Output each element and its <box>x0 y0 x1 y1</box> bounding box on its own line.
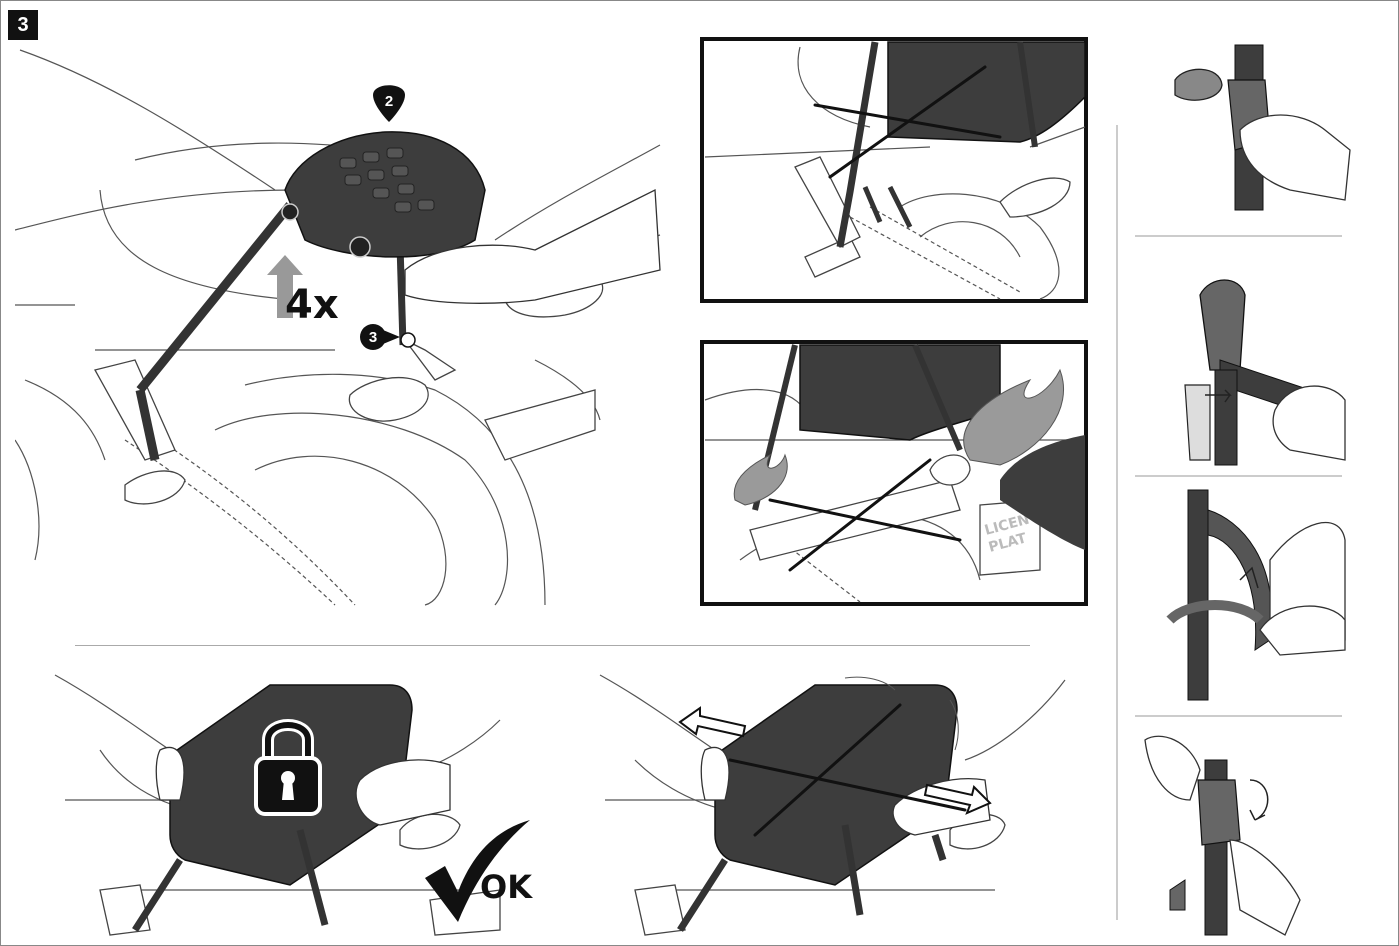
callout-2: 2 <box>373 85 405 122</box>
double-arrow-icon <box>678 706 992 815</box>
callout-3: 3 <box>360 324 400 350</box>
panel-loose-wrong <box>599 674 1066 936</box>
svg-text:3: 3 <box>369 329 377 346</box>
panel-secured-ok: OK <box>54 674 533 936</box>
check-mark-icon <box>425 820 530 922</box>
ok-label: OK <box>480 868 533 906</box>
panel-wrong-heat: LICEN PLAT <box>700 340 1088 606</box>
tail-bag-top <box>714 684 958 886</box>
flame-icon <box>733 368 1065 506</box>
repeat-count-label: 4x <box>285 282 339 328</box>
main-illustration: 2 3 4x <box>15 49 661 606</box>
buckle-steps-column <box>1116 44 1351 936</box>
lock-icon <box>254 719 322 816</box>
rotate-arrow-icon <box>1249 779 1269 821</box>
step-number-badge: 3 <box>8 10 38 40</box>
cross-mark-icon <box>728 703 967 837</box>
buckle-step-2 <box>1184 279 1346 466</box>
arrow-right-icon <box>1205 389 1232 403</box>
tail-bag <box>281 131 486 258</box>
buckle-step-1 <box>1174 44 1351 211</box>
arrow-up-icon <box>267 255 303 318</box>
rotate-arrow-icon <box>1239 566 1259 589</box>
cross-mark-icon <box>768 458 962 572</box>
svg-text:2: 2 <box>385 93 393 110</box>
cross-mark-icon <box>813 65 1002 179</box>
panel-wrong-strap <box>700 37 1088 303</box>
section-divider <box>75 645 1030 646</box>
buckle-step-4 <box>1144 735 1301 936</box>
buckle-step-3 <box>1166 489 1346 701</box>
